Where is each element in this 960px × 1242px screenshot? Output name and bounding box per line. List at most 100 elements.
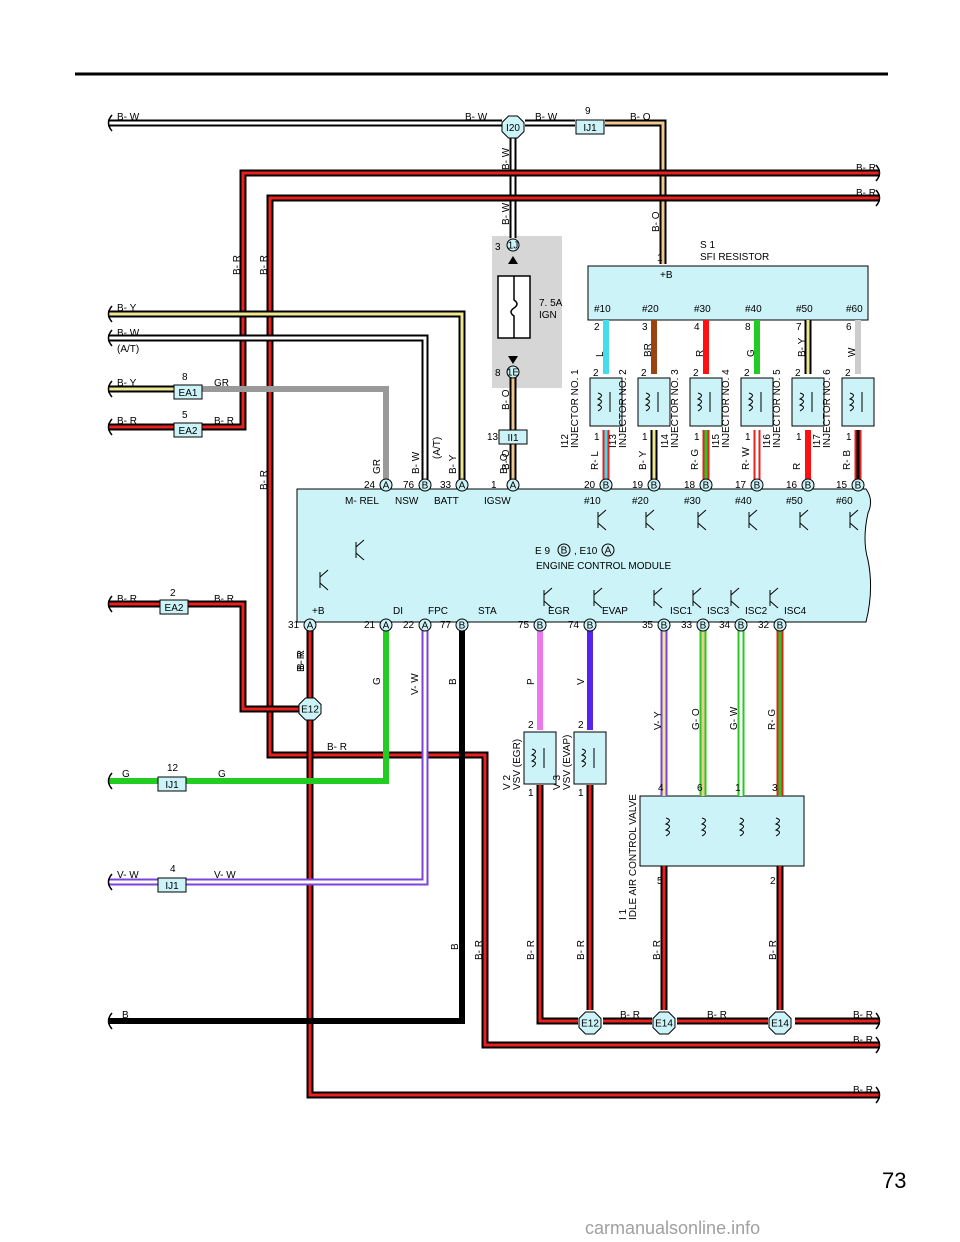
ecm-bottom-conn-5-circle [533, 618, 547, 632]
conn-ij1-top-box [575, 119, 605, 135]
ecm-bottom-conn-7-letter: B [661, 621, 668, 632]
wire-gr-mrel [200, 386, 389, 481]
ecm-nsw-note: (A/T) [432, 437, 443, 459]
right-br-3: B- R [853, 1010, 873, 1021]
ecm-vsv-transistor-1-collector [543, 587, 553, 596]
injector-id-2: I13 [608, 434, 619, 448]
ecm-top-pin-4: 1 [491, 480, 497, 491]
injector-wire-6: R- B [842, 450, 853, 470]
wire-end-right-4 [875, 1086, 881, 1104]
injector-id-6: I17 [812, 434, 823, 448]
ecm-bottom-pin-10: 32 [758, 620, 770, 631]
injector-2-winding [644, 392, 650, 412]
ecm-conn-inj-2-circle [647, 478, 661, 492]
ecm-bottom-pin-6: 74 [568, 620, 580, 631]
iacv-pin-top-2: 6 [697, 783, 703, 794]
vsv-name-2: VSV (EVAP) [562, 735, 573, 790]
splice-e14-a-octagon [652, 1011, 676, 1035]
ecm-pin-inj-4: 17 [735, 480, 747, 491]
br-vert-label-1: B- R [232, 255, 243, 275]
ecm-top-pin-3: 33 [440, 480, 452, 491]
ecm-bottom-wire-3: V- W [410, 673, 421, 695]
wire-br-ea2-e12 [188, 600, 299, 713]
ecm-bottom-wire-6: V [576, 678, 587, 685]
ecm-top-conn-1-letter: A [383, 481, 390, 492]
ecm-pin-inj-6: 15 [836, 480, 848, 491]
ecm-inj-transistor-6-emitter [849, 522, 859, 531]
ecm-bottom-term-10: ISC4 [784, 606, 807, 617]
ecm-conn-b-legend-letter: B [561, 546, 568, 557]
injector-wire-5: R [792, 463, 803, 470]
ecm-top-wire-4: B- O [499, 453, 510, 474]
ea2-pin5: 5 [182, 410, 188, 421]
ecm-term-batt: BATT [434, 496, 459, 507]
wire-br-ea2-5-stripe [175, 171, 880, 429]
vsv-pin-in-1: 2 [528, 720, 534, 731]
ecm-conn-b-legend-circle [557, 543, 571, 557]
resistor-term-5: #50 [796, 304, 813, 315]
resistor-term-3: #30 [694, 304, 711, 315]
conn-ii1-text: II1 [507, 433, 519, 444]
wire-end-right-3 [875, 1036, 881, 1054]
ecm-conn-inj-3-letter: B [703, 481, 710, 492]
ecm-top-conn-4-letter: A [510, 481, 517, 492]
ecm-inj-transistor-1-emitter [597, 522, 607, 531]
wire-vw-fpc [186, 628, 429, 886]
page-number: 73 [882, 1168, 906, 1193]
ecm-top-wire-2: B- W [411, 451, 422, 474]
ecm-inj-transistor-1-collector [597, 509, 607, 518]
injector-1-winding [596, 392, 602, 412]
injector-pin-in-4: 2 [744, 368, 750, 379]
br-bot-a: B- R [620, 1010, 640, 1021]
wire-end-right-1 [875, 189, 881, 207]
fuse-conn-1j-letter: 1J [508, 241, 519, 252]
ecm-top-conn-3-circle [455, 478, 469, 492]
vsv-name-1: VSV (EGR) [512, 739, 523, 790]
ecm-conn-inj-5-circle [801, 478, 815, 492]
injector-name-4: INJECTOR NO. 4 [721, 369, 732, 448]
resistor-wire-3: R [695, 350, 706, 357]
vsv-pin-in-2: 2 [578, 720, 584, 731]
ecm-bottom-pin-7: 35 [642, 620, 654, 631]
injector-name-3: INJECTOR NO. 3 [670, 369, 681, 448]
ecm-transistor-2-emitter [355, 552, 365, 561]
ecm-bottom-wire-2: G [372, 677, 383, 685]
resistor-wire-6: W [847, 347, 858, 357]
bo-fuse-vert-label: B- O [501, 389, 512, 410]
ecm-top-wire-3: B- Y [448, 454, 459, 474]
injector-1-body [589, 377, 623, 427]
injector-5-winding [798, 392, 804, 412]
resistor-pin-1: 2 [594, 322, 600, 333]
ecm-bottom-conn-1-letter: A [307, 621, 314, 632]
vsv-id-1: V 2 [502, 775, 513, 790]
conn-ea1-text: EA1 [179, 388, 198, 399]
fuse-name: IGN [539, 310, 557, 321]
ecm-bottom-term-6: EVAP [602, 606, 628, 617]
bo-vert-label: B- O [651, 211, 662, 232]
ecm-comma: , E10 [574, 546, 598, 557]
ecm-vsv-transistor-2-emitter [593, 600, 603, 609]
ecm-conn-inj-5-letter: B [805, 481, 812, 492]
ecm-bottom-conn-6-letter: B [587, 621, 594, 632]
ecm-pin-inj-1: 20 [584, 480, 596, 491]
iacv-wire-r: B- R [768, 940, 779, 960]
ecm-top-wire-1: GR [372, 459, 383, 474]
ecm-bottom-wire-8: G- O [691, 708, 702, 730]
fuse-pin-top: 3 [495, 242, 501, 253]
wire-end-left-8 [107, 1012, 113, 1030]
resistor-pin-6: 6 [846, 322, 852, 333]
ecm-conn-inj-3-circle [699, 478, 713, 492]
ecm-bottom-conn-3-circle [418, 618, 432, 632]
right-br-5: B- R [853, 1085, 873, 1096]
br-vert-label-3: B- R [259, 470, 270, 490]
ecm-inj-transistor-2-collector [645, 509, 655, 518]
injector-6-winding [848, 392, 854, 412]
ea1-pin8: 8 [182, 372, 188, 383]
fuse-arrow-bottom [508, 356, 518, 364]
ecm-bottom-term-7: ISC1 [670, 606, 693, 617]
wire-br-long-stripe [268, 196, 880, 1047]
injector-pin-in-5: 2 [795, 368, 801, 379]
input-label-by-2: B- Y [117, 378, 137, 389]
fuse-rating: 7. 5A [539, 298, 563, 309]
ecm-bottom-pin-4: 77 [440, 620, 452, 631]
